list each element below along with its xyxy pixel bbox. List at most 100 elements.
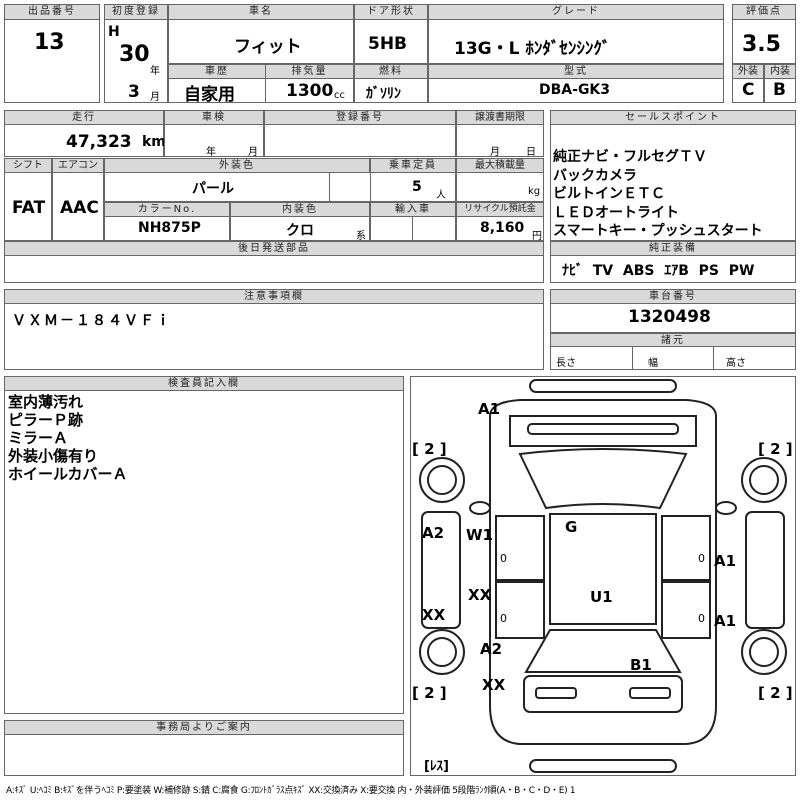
ac-cell [52, 172, 104, 241]
lot-label: 出品番号 [4, 4, 100, 20]
later-parts-cell [4, 255, 544, 283]
color-cell-extra [329, 172, 371, 202]
grade-cell [428, 19, 724, 64]
inspector-line: ホイールカバーＡ [8, 465, 128, 483]
score-cell [732, 19, 796, 64]
len-label: 長さ [556, 358, 576, 369]
type-value: DBA-GK3 [539, 82, 611, 98]
model-name: フィット [234, 37, 302, 57]
inspector-line: ミラーＡ [8, 429, 69, 447]
rear-right-wheel-inner [749, 637, 779, 667]
color-no-value: NH875P [138, 220, 201, 236]
seats-unit: 人 [436, 190, 446, 201]
shift-cell [4, 172, 52, 241]
score-value: 3.5 [742, 32, 781, 57]
load-label: 最大積載量 [456, 158, 544, 173]
rear-lamp-right [629, 687, 671, 699]
mileage-cell [4, 124, 164, 157]
left-front-door [495, 515, 545, 581]
caution-cell [4, 303, 544, 370]
door-value: 5HB [368, 34, 408, 54]
mark-b1: B1 [630, 656, 652, 674]
office-label: 事務局よりご案内 [4, 720, 404, 735]
recycle-value: 8,160 [480, 220, 525, 236]
rear-glass [524, 629, 682, 673]
sales-points: 純正ナビ・フルセグＴＶ バックカメラ ビルトインＥＴＣ ＬＥＤオートライト スマ… [553, 148, 763, 241]
front-left-wheel-inner [427, 465, 457, 495]
regno-cell [264, 124, 456, 157]
lot-cell [4, 19, 100, 103]
import-label: 輸入車 [370, 202, 456, 217]
later-parts-label: 後日発送部品 [4, 241, 544, 256]
inspector-line: ピラーＰ跡 [8, 411, 84, 429]
grade-value: 13G・L ﾎﾝﾀﾞｾﾝｼﾝｸﾞ [454, 39, 611, 59]
shift-value: FAT [12, 198, 46, 218]
score-label: 評価点 [732, 4, 796, 20]
diagram-frame [410, 376, 796, 776]
equip-label: 純正装備 [550, 241, 796, 256]
front-left-wheel [419, 457, 465, 503]
mark-xx-mid: XX [468, 586, 492, 604]
caution-label: 注意事項欄 [4, 289, 544, 304]
mark-w1: W1 [466, 526, 493, 544]
left-rear-door [495, 581, 545, 639]
mark-digit-4: 0 [698, 612, 705, 625]
mark-digit-1: 0 [500, 552, 507, 565]
model-label: 車名 [168, 4, 354, 20]
fuel-cell [354, 78, 428, 103]
front-bumper-outline [529, 379, 677, 393]
first-reg-label: 初度登録 [104, 4, 168, 20]
disp-cell [265, 78, 354, 103]
year-unit: 年 [150, 66, 160, 77]
mark-a2-lower: A2 [480, 640, 502, 658]
mileage-value: 47,323 [66, 132, 132, 152]
hgt-cell [713, 346, 796, 370]
mark-u1: U1 [590, 588, 613, 606]
sales-point: スマートキー・プッシュスタート [553, 223, 763, 239]
model-cell [168, 19, 354, 64]
mark-less: [ﾚｽ] [424, 759, 449, 774]
type-cell [428, 78, 724, 103]
ac-value: AAC [60, 198, 99, 218]
hood-outline [509, 415, 697, 447]
mark-bracket-tl: [ 2 ] [412, 440, 447, 458]
fuel-value: ｶﾞｿﾘﾝ [366, 86, 401, 102]
reg-year: 30 [119, 42, 150, 67]
chassis-label: 車台番号 [550, 289, 796, 304]
import-cell-2 [412, 216, 456, 241]
equip-cell [550, 255, 796, 283]
grille [527, 423, 679, 435]
rear-left-wheel-inner [427, 637, 457, 667]
int-grade: B [773, 80, 786, 100]
era: H [108, 24, 120, 40]
mark-a2-left: A2 [422, 524, 444, 542]
load-unit: kg [528, 186, 541, 197]
seats-value: 5 [412, 179, 422, 195]
history-value: 自家用 [184, 85, 235, 105]
first-reg-cell [104, 19, 168, 103]
door-label: ドア形状 [354, 4, 428, 20]
sales-point: ＬＥＤオートライト [553, 204, 679, 221]
int-color-label: 内装色 [230, 202, 370, 217]
lot-number: 13 [34, 30, 65, 55]
mark-a1-top: A1 [478, 400, 500, 418]
wid-label: 幅 [648, 358, 658, 369]
right-side-panel [745, 511, 785, 629]
ac-label: エアコン [52, 158, 104, 173]
caution-value: ＶＸＭ－１８４ＶＦｉ [12, 313, 172, 329]
right-front-door [661, 515, 711, 581]
tailgate [523, 675, 683, 713]
left-mirror [469, 501, 491, 515]
transfer-label: 譲渡書期限 [456, 110, 544, 125]
color-no-label: カラーNo. [104, 202, 230, 217]
inspector-cell [4, 390, 404, 714]
rear-left-wheel [419, 629, 465, 675]
month-unit: 月 [150, 92, 160, 103]
color-value: パール [192, 181, 234, 197]
int-color-unit: 系 [356, 231, 366, 242]
int-color-cell [230, 216, 370, 241]
inspector-line: 外装小傷有り [8, 447, 99, 465]
hgt-label: 高さ [726, 358, 746, 369]
left-side-panel [421, 511, 461, 629]
ext-cell [732, 78, 764, 103]
